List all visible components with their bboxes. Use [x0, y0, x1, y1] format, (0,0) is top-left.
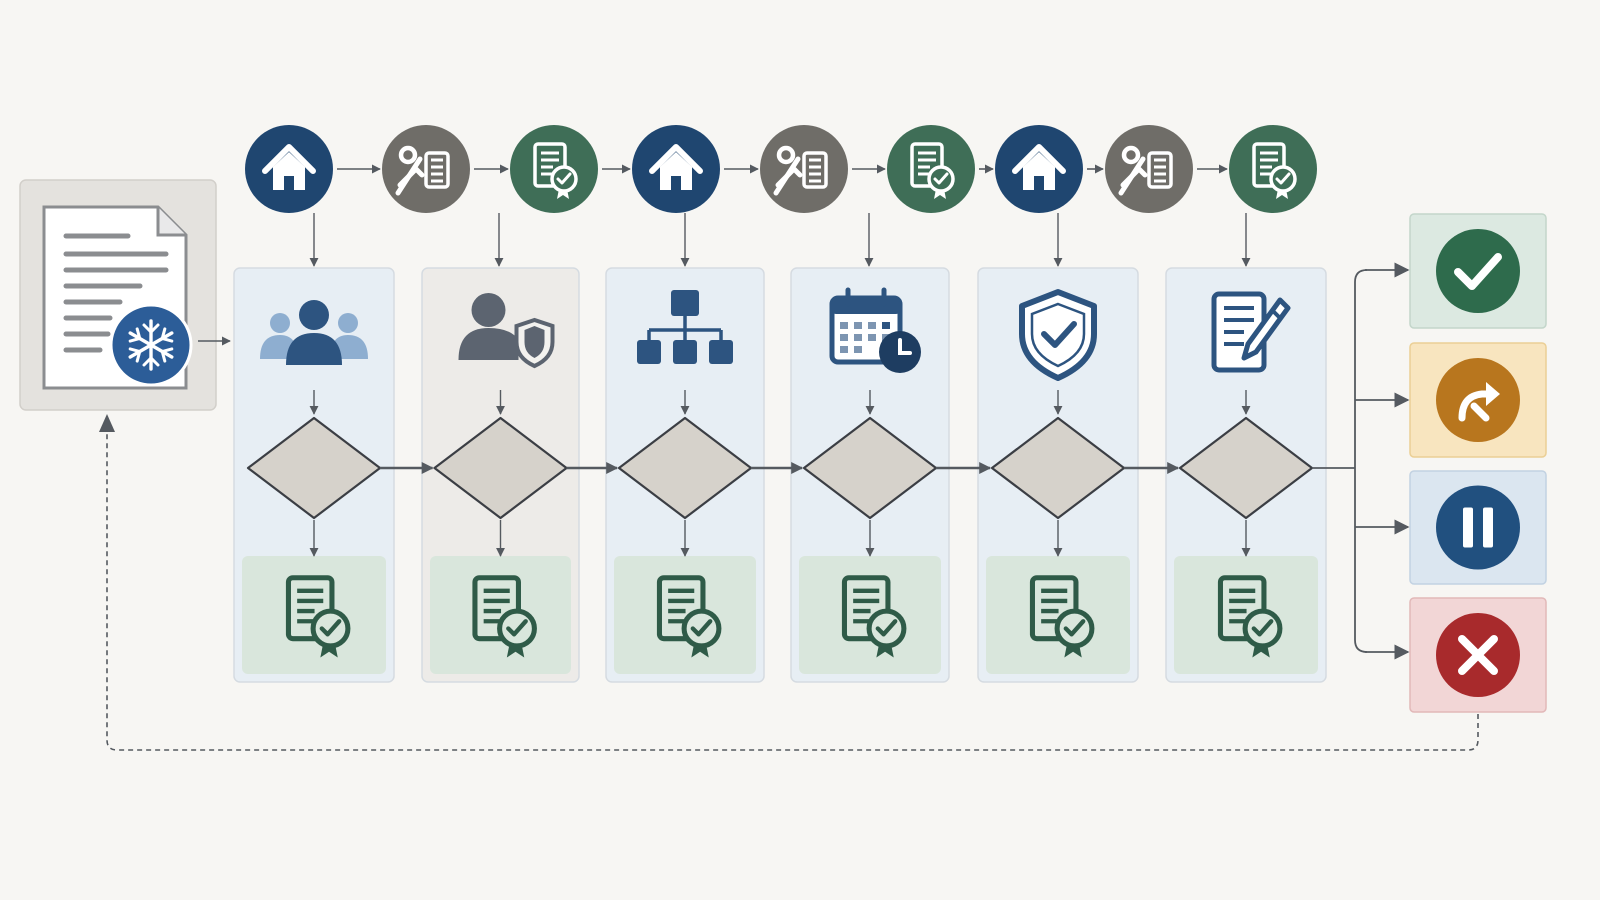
redirect-arrow-icon: [1458, 382, 1500, 422]
top-step-7[interactable]: [995, 125, 1083, 213]
tools-checklist-icon: [1118, 145, 1173, 196]
certificate-icon: [656, 575, 722, 658]
tools-checklist-icon: [773, 145, 828, 196]
team-icon: [260, 300, 368, 365]
lane-4: [790, 267, 950, 683]
certificate-icon: [1217, 575, 1283, 658]
snowflake-glyph: [128, 319, 174, 371]
certificate-icon: [285, 575, 351, 658]
output-card[interactable]: [799, 556, 941, 674]
user-shield-icon: [458, 293, 555, 369]
lane-1: [233, 267, 395, 683]
tools-checklist-icon: [395, 145, 450, 196]
outcome-redirect[interactable]: [1409, 342, 1547, 458]
top-step-1[interactable]: [245, 125, 333, 213]
shield-check-icon: [1019, 289, 1097, 381]
outcome-approve[interactable]: [1409, 213, 1547, 329]
home-icon: [262, 144, 316, 190]
feedback-loop-dashed-arrow: [106, 428, 1479, 751]
top-step-2[interactable]: [382, 125, 470, 213]
output-card[interactable]: [430, 556, 571, 674]
certified-document-icon: [910, 142, 955, 199]
top-step-6[interactable]: [887, 125, 975, 213]
pause-icon: [1463, 507, 1493, 548]
certified-document-icon: [1252, 142, 1297, 199]
certificate-icon: [472, 575, 537, 658]
lane-5: [977, 267, 1139, 683]
feedback-arrowhead: [99, 414, 115, 432]
top-step-5[interactable]: [760, 125, 848, 213]
output-card[interactable]: [1174, 556, 1318, 674]
top-step-8[interactable]: [1105, 125, 1193, 213]
lane-6: [1165, 267, 1327, 683]
outcome-hold[interactable]: [1409, 470, 1547, 585]
close-x-icon: [1458, 635, 1498, 675]
checkmark-icon: [1454, 253, 1502, 290]
lane-3: [605, 267, 765, 683]
output-card[interactable]: [986, 556, 1130, 674]
home-icon: [1012, 144, 1066, 190]
calendar-clock-icon: [829, 287, 921, 373]
certificate-icon: [841, 575, 907, 658]
document-edit-icon: [1211, 291, 1291, 373]
lane-2: [421, 267, 580, 683]
top-step-4[interactable]: [632, 125, 720, 213]
certificate-icon: [1029, 575, 1095, 658]
top-step-9[interactable]: [1229, 125, 1317, 213]
home-icon: [649, 144, 703, 190]
output-card[interactable]: [614, 556, 756, 674]
org-chart-icon: [637, 290, 733, 364]
top-step-3[interactable]: [510, 125, 598, 213]
outcome-reject[interactable]: [1409, 597, 1547, 713]
source-document-card[interactable]: [19, 179, 217, 411]
certified-document-icon: [533, 142, 578, 199]
output-card[interactable]: [242, 556, 386, 674]
snowflake-icon: [109, 303, 193, 387]
